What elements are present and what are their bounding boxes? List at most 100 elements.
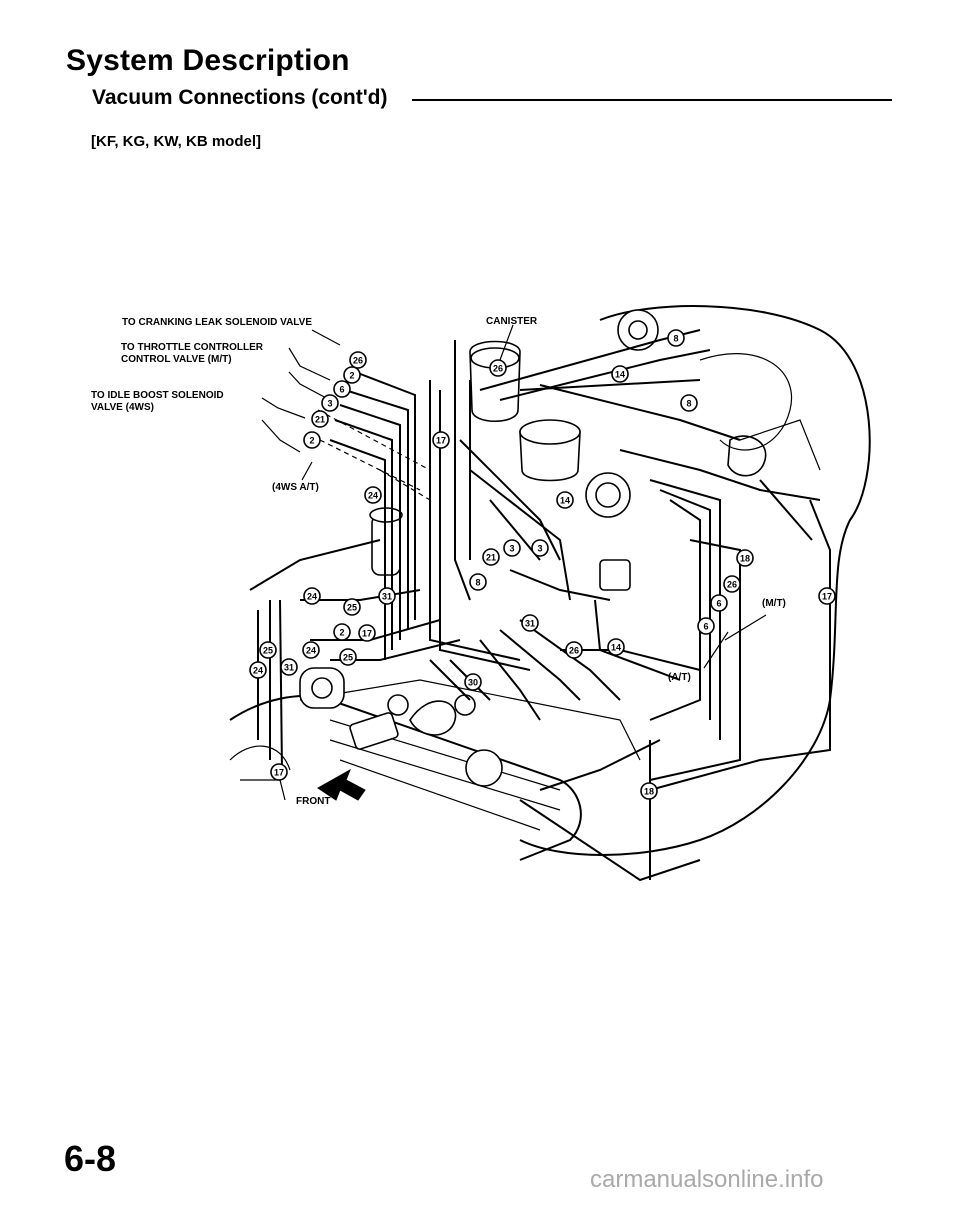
label-mt: (M/T) (762, 598, 786, 609)
callout-label: 25 (263, 646, 273, 656)
callout-circle (349, 351, 367, 369)
callout-circle (270, 763, 288, 781)
callout-label: 14 (560, 496, 570, 506)
subtitle-bar: Vacuum Connections (cont'd) (92, 86, 892, 114)
callout-label: 8 (673, 334, 678, 344)
callout-circle (521, 614, 539, 632)
callout-label: 14 (615, 370, 625, 380)
callout-label: 2 (339, 628, 344, 638)
callout-circle (280, 658, 298, 676)
callout-circle (723, 575, 741, 593)
callout-circle (667, 329, 685, 347)
callout-label: 21 (486, 553, 496, 563)
diagram-labels: TO CRANKING LEAK SOLENOID VALVE TO THROT… (91, 316, 786, 807)
callout-label: 6 (716, 599, 721, 609)
callout-label: 24 (307, 592, 317, 602)
callout-circle (640, 782, 658, 800)
callout-circle (333, 380, 351, 398)
callout-circle (818, 587, 836, 605)
callout-label: 17 (822, 592, 832, 602)
callout-circle (482, 548, 500, 566)
callout-circle (259, 641, 277, 659)
subtitle-rule (412, 99, 892, 101)
callout-circle (321, 394, 339, 412)
components (299, 309, 821, 709)
callout-label: 3 (537, 544, 542, 554)
callout-circle (697, 617, 715, 635)
callout-label: 18 (644, 787, 654, 797)
callout-label: 24 (253, 666, 263, 676)
callout-label: 8 (475, 578, 480, 588)
watermark: carmanualsonline.info (590, 1166, 824, 1193)
callout-label: 2 (309, 436, 314, 446)
callout-circle (364, 486, 382, 504)
callout-circle (343, 366, 361, 384)
label-canister: CANISTER (486, 316, 538, 327)
callout-label: 30 (468, 678, 478, 688)
subtitle: Vacuum Connections (cont'd) (92, 86, 394, 110)
callout-circle (303, 587, 321, 605)
leader-lines (261, 324, 767, 669)
callout-circle (611, 365, 629, 383)
callout-circle (469, 573, 487, 591)
callout-circle (249, 661, 267, 679)
label-idle-boost-2: VALVE (4WS) (91, 402, 154, 413)
callout-circle (710, 594, 728, 612)
callout-label: 17 (274, 768, 284, 778)
label-cranking-leak-solenoid: TO CRANKING LEAK SOLENOID VALVE (122, 317, 312, 328)
callout-label: 8 (686, 399, 691, 409)
callout-circle (607, 638, 625, 656)
section-title: System Description (66, 44, 350, 77)
callout-label: 17 (436, 436, 446, 446)
callout-label: 17 (362, 629, 372, 639)
label-idle-boost-1: TO IDLE BOOST SOLENOID (91, 390, 224, 401)
callout-circle (565, 641, 583, 659)
callout-circle (432, 431, 450, 449)
front-arrow (317, 768, 366, 801)
callout-circle (339, 648, 357, 666)
callout-circle (303, 431, 321, 449)
callout-label: 14 (611, 643, 621, 653)
page-number: 6-8 (64, 1138, 117, 1179)
callout-label: 21 (315, 415, 325, 425)
label-4ws-at: (4WS A/T) (272, 482, 319, 493)
callout-label: 31 (525, 619, 535, 629)
callout-circle (503, 539, 521, 557)
label-at: (A/T) (668, 672, 691, 683)
callout-label: 31 (284, 663, 294, 673)
callout-group: 26 2 6 3 21 2 24 26 8 14 8 17 14 21 3 3 … (249, 329, 836, 800)
callout-label: 6 (703, 622, 708, 632)
callout-label: 24 (368, 491, 378, 501)
callout-label: 25 (347, 603, 357, 613)
callout-circle (464, 673, 482, 691)
callout-label: 26 (569, 646, 579, 656)
callout-label: 2 (349, 371, 354, 381)
callout-label: 18 (740, 554, 750, 564)
callout-label: 6 (339, 385, 344, 395)
engine-outline (229, 305, 871, 861)
callout-circle (556, 491, 574, 509)
callout-circle (343, 598, 361, 616)
callout-label: 3 (509, 544, 514, 554)
label-front: FRONT (296, 796, 330, 807)
callout-circle (736, 549, 754, 567)
callout-circle (311, 410, 329, 428)
callout-circle (531, 539, 549, 557)
callout-circle (302, 641, 320, 659)
label-throttle-controller-1: TO THROTTLE CONTROLLER (121, 342, 264, 353)
callout-label: 26 (353, 356, 363, 366)
callout-label: 25 (343, 653, 353, 663)
callout-label: 26 (493, 364, 503, 374)
callout-label: 3 (327, 399, 332, 409)
callout-circle (680, 394, 698, 412)
callout-circle (378, 587, 396, 605)
callout-label: 31 (382, 592, 392, 602)
model-line: [KF, KG, KW, KB model] (91, 133, 261, 150)
callout-label: 26 (727, 580, 737, 590)
vacuum-hoses (249, 329, 831, 882)
callout-circle (358, 624, 376, 642)
callout-circle (489, 359, 507, 377)
callout-label: 24 (306, 646, 316, 656)
label-throttle-controller-2: CONTROL VALVE (M/T) (121, 354, 232, 365)
